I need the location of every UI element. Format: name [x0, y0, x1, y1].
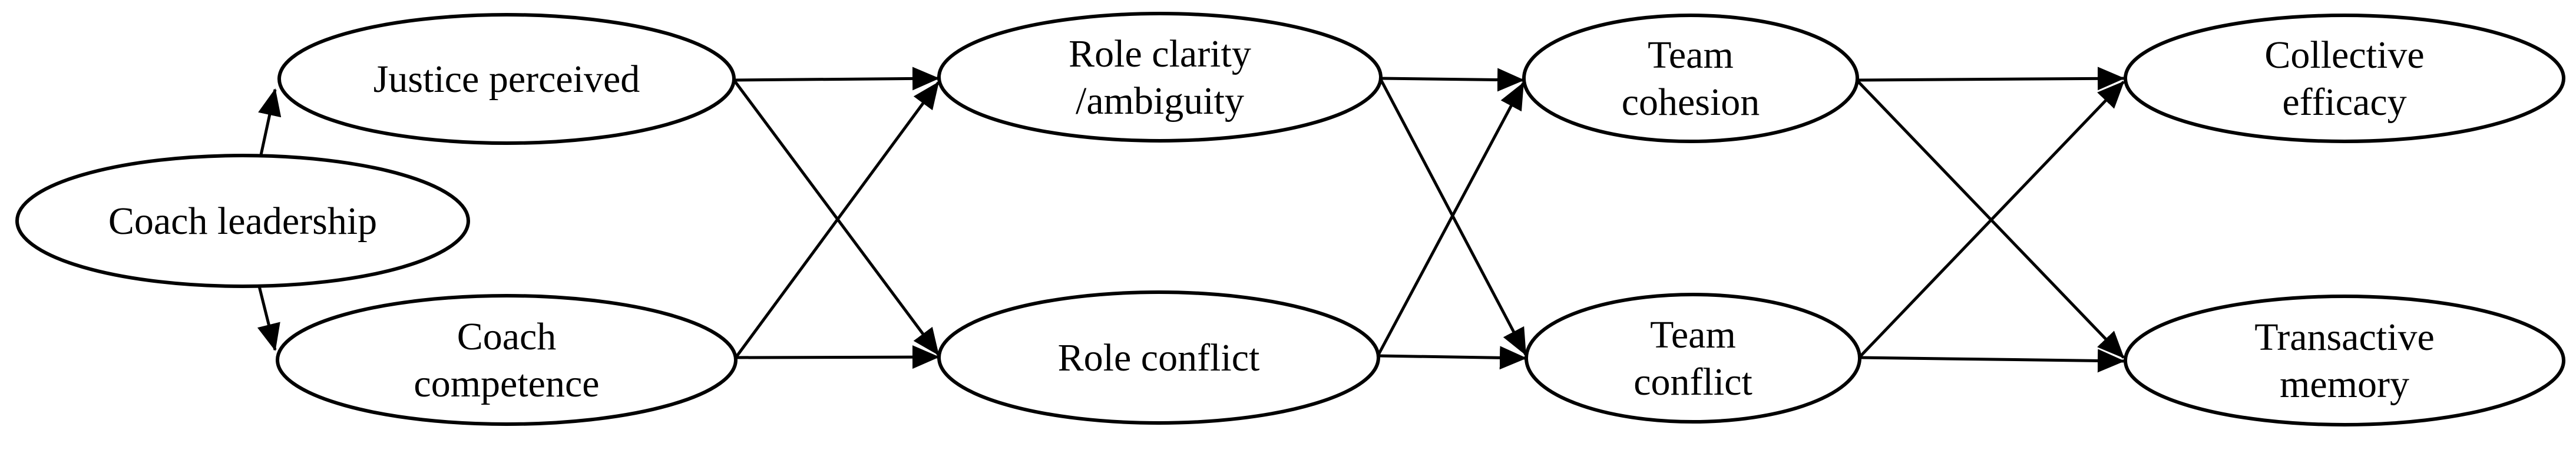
edge-justice-perceived-to-role-conflict	[732, 79, 940, 356]
node-collective-efficacy-ellipse	[2124, 14, 2565, 143]
node-role-conflict-label: Role conflict	[1058, 336, 1260, 379]
node-team-conflict-ellipse	[1525, 293, 1861, 424]
node-role-clarity-ellipse	[937, 12, 1383, 143]
edge-justice-perceived-to-role-clarity	[733, 67, 940, 91]
node-justice-perceived-ellipse	[277, 13, 736, 145]
edge-coach-leadership-to-justice-perceived	[258, 88, 282, 156]
edge-role-clarity-to-team-cohesion	[1380, 68, 1525, 92]
node-role-conflict-ellipse	[937, 290, 1380, 425]
node-role-conflict: Role conflict	[937, 290, 1380, 425]
node-coach-leadership-ellipse	[15, 154, 470, 288]
edge-coach-leadership-to-coach-competence	[257, 286, 280, 351]
edge-role-conflict-to-team-conflict	[1377, 346, 1527, 370]
edge-role-conflict-to-team-cohesion	[1376, 82, 1525, 357]
node-coach-leadership-label: Coach leadership	[108, 200, 377, 243]
node-justice-perceived-label: Justice perceived	[373, 58, 640, 101]
edge-team-conflict-to-transactive-memory	[1859, 349, 2125, 373]
node-role-clarity-label: Role clarity/ambiguity	[1069, 32, 1251, 123]
node-coach-leadership: Coach leadership	[15, 154, 470, 288]
node-team-cohesion-ellipse	[1522, 14, 1859, 143]
edge-team-conflict-to-collective-efficacy	[1858, 81, 2125, 359]
node-justice-perceived: Justice perceived	[277, 13, 736, 145]
edge-coach-competence-to-role-clarity	[734, 81, 940, 359]
node-coach-competence-ellipse	[276, 294, 738, 426]
edge-coach-competence-to-role-conflict	[735, 345, 940, 369]
edge-team-cohesion-to-collective-efficacy	[1856, 67, 2125, 91]
node-transactive-memory-ellipse	[2124, 295, 2565, 426]
node-role-clarity: Role clarity/ambiguity	[937, 12, 1383, 143]
